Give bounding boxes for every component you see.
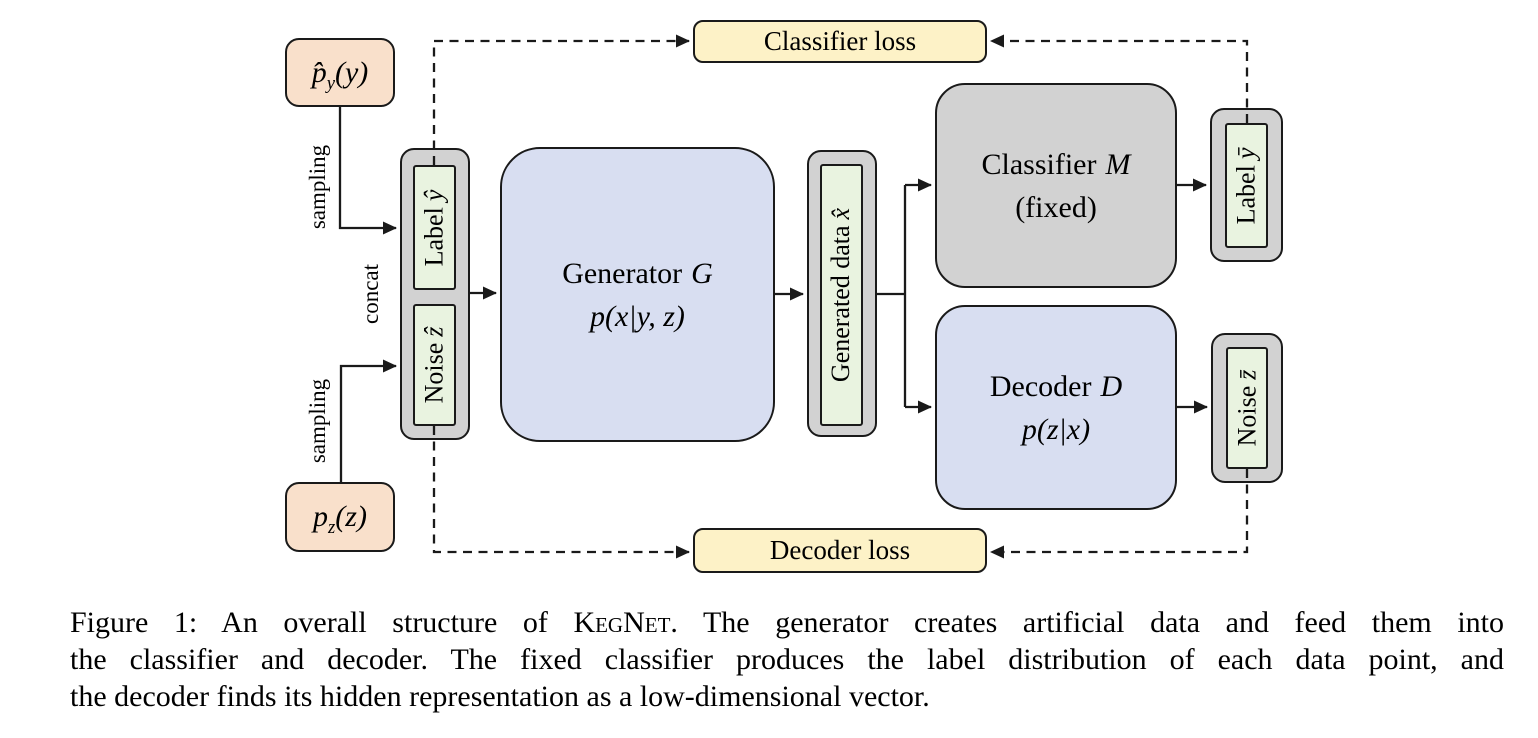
- decoder-loss-label: Decoder loss: [769, 535, 911, 565]
- math-D: D: [1100, 369, 1123, 403]
- math-p: p: [313, 500, 329, 533]
- math-arg-z: (z): [335, 500, 367, 533]
- math-sub-z: z: [328, 517, 336, 538]
- math-M: M: [1105, 147, 1131, 181]
- arrow-sampling-to-noise-slot: [339, 359, 397, 482]
- noise-slot-box: Noiseẑ: [413, 304, 456, 426]
- classifier-loss-label: Classifier loss: [763, 26, 917, 56]
- math-y-bar: ȳ: [1231, 147, 1261, 159]
- math-sub-y: y: [326, 72, 335, 94]
- math-x-hat: x̂: [826, 207, 856, 220]
- classifier-note: (fixed): [1015, 190, 1097, 224]
- generated-data-box: Generated datax̂: [820, 164, 863, 426]
- caption-line1-pre: Figure 1: An overall structure of: [70, 606, 574, 639]
- caption-line1-post: . The generator creates artificial data …: [670, 606, 1504, 639]
- caption-line-1: Figure 1: An overall structure of KegNet…: [70, 604, 1504, 641]
- arrow-sampling-to-label-slot: [338, 107, 397, 235]
- out-noise-box: Noisez̄: [1226, 347, 1268, 469]
- math-z-hat: ẑ: [419, 326, 449, 337]
- branch-line-generated-data: [877, 185, 907, 407]
- out-label-box: Labelȳ: [1225, 123, 1268, 248]
- label-prior-box: p̂y(y): [285, 38, 395, 107]
- noise-prior-box: pz(z): [285, 482, 395, 552]
- math-y-hat: ŷ: [419, 189, 449, 201]
- noise-prior-formula: pz(z): [313, 500, 367, 537]
- out-noise-text: Noisez̄: [1232, 369, 1262, 447]
- caption-line-2: the classifier and decoder. The fixed cl…: [70, 643, 1504, 676]
- generated-data-text: Generated datax̂: [826, 207, 856, 383]
- classifier-loss-box: Classifier loss: [693, 20, 987, 63]
- math-G: G: [691, 256, 713, 290]
- dashed-noise-slot-to-decoder-loss: [432, 426, 690, 559]
- math-z-bar: z̄: [1232, 369, 1262, 380]
- caption-kegnet: KegNet: [573, 606, 671, 639]
- label-slot-text: Labelŷ: [419, 189, 449, 266]
- decoder-loss-box: Decoder loss: [693, 528, 987, 573]
- caption-line-3: the decoder finds its hidden representat…: [70, 680, 930, 713]
- math-p-hat: p̂: [311, 55, 327, 89]
- noise-slot-text: Noiseẑ: [419, 326, 449, 404]
- math-arg-y: (y): [334, 55, 369, 89]
- generator-formula: p(x|y, z): [590, 299, 685, 333]
- decoder-formula: p(z|x): [1021, 412, 1091, 446]
- concat-label: concat: [358, 263, 384, 325]
- figure-caption: Figure 1: An overall structure of KegNet…: [70, 604, 1504, 715]
- sampling-label-top: sampling: [305, 144, 330, 230]
- label-slot-box: Labelŷ: [413, 165, 456, 290]
- label-prior-formula: p̂y(y): [311, 55, 369, 93]
- out-label-text: Labelȳ: [1231, 147, 1261, 224]
- sampling-label-bottom: sampling: [305, 378, 330, 464]
